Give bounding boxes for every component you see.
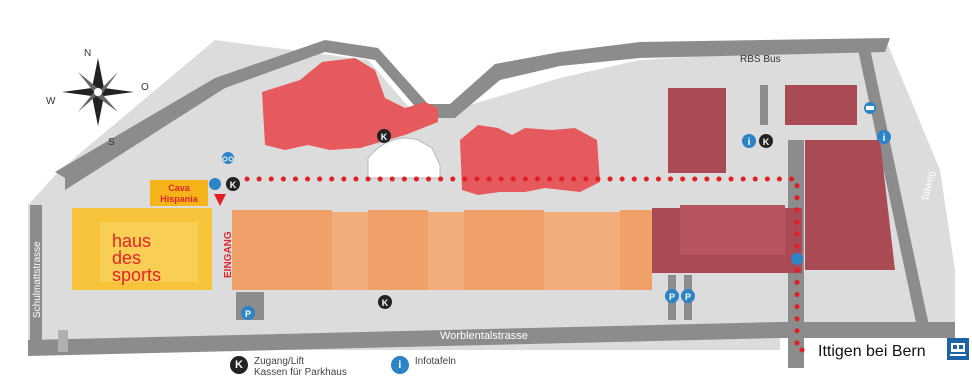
building-orange-6 [544,212,620,290]
compass-n: N [84,48,91,59]
walking-route [244,176,815,353]
parking-marker-label: P [685,292,691,302]
compass-s: S [108,137,115,148]
access-marker-entrance: K [226,177,240,191]
entrance-arrow-icon [214,194,226,206]
street-schulmattstrasse: Schulmattstrasse [32,241,43,318]
haus-des-sports-inner [100,222,198,282]
building-orange-5 [464,210,544,290]
talweg-road [856,40,931,337]
compass-w: W [46,96,56,107]
legend-access-line2: Kassen für Parkhaus [254,367,347,378]
info-marker-north: i [742,134,756,148]
station-label: Ittigen bei Bern [818,343,926,360]
parking-marker-label: P [245,309,251,319]
legend-access-text: Zugang/Lift Kassen für Parkhaus [254,356,347,378]
info-marker-label: i [748,137,751,148]
building-red-curved [262,58,438,150]
parking-marker-right: P [681,289,695,303]
cava-label: Cava [168,183,191,193]
building-orange-7 [620,210,652,290]
access-icon: K [230,356,248,374]
cava-hispania-building [150,180,208,206]
access-marker-label: K [381,132,388,142]
eingang-label: EINGANG [223,231,234,278]
info-marker-east: i [877,130,891,144]
building-red-center [460,125,600,195]
access-marker-label: K [230,180,237,190]
schulmattstrasse-road [30,205,42,350]
car-parking-icon [864,102,876,114]
building-orange-4 [428,212,464,290]
building-brown-north [668,88,726,173]
access-marker-label: K [763,137,770,147]
road-stub [58,330,68,352]
legend-info: i Infotafeln [390,356,456,374]
access-marker-plaza: K [377,129,391,143]
parking-marker-left: P [665,289,679,303]
worblentalstrasse-road [28,322,955,356]
haus-des-sports-line3: sports [112,265,161,285]
hispania-label: Hispania [160,194,199,204]
parking-marker-label: P [669,292,675,302]
legend-access: K Zugang/Lift Kassen für Parkhaus [230,356,347,378]
compass-o: O [141,82,149,93]
north-road [55,38,890,190]
legend-info-text: Infotafeln [414,356,456,367]
street-rbs-bus: RBS Bus [740,54,781,65]
access-marker-south: K [378,295,392,309]
bicycle-parking-icon [222,152,234,164]
haus-des-sports-line2: des [112,248,141,268]
train-station-icon [947,338,969,360]
legend-access-line1: Zugang/Lift [254,356,305,367]
parking-marker-entrance: P [241,306,255,320]
building-brown-annex [680,205,785,255]
compass-rose: N O S W [46,48,149,148]
map-legend: K Zugang/Lift Kassen für Parkhaus i Info… [230,356,456,378]
building-orange-2 [332,212,368,290]
access-marker-north: K [759,134,773,148]
info-marker-entrance [209,178,221,190]
building-orange-3 [368,210,428,290]
access-marker-label: K [382,298,389,308]
plaza-arc [367,137,441,179]
building-brown-east [805,140,895,270]
street-worblentalstrasse: Worblentalstrasse [440,330,528,342]
haus-des-sports-line1: haus [112,231,151,251]
info-icon: i [390,356,409,374]
building-orange-1 [232,210,332,290]
info-marker-route [791,253,803,265]
building-brown-ne [785,85,857,125]
bus-ramp [760,85,768,125]
info-marker-label: i [883,133,886,144]
